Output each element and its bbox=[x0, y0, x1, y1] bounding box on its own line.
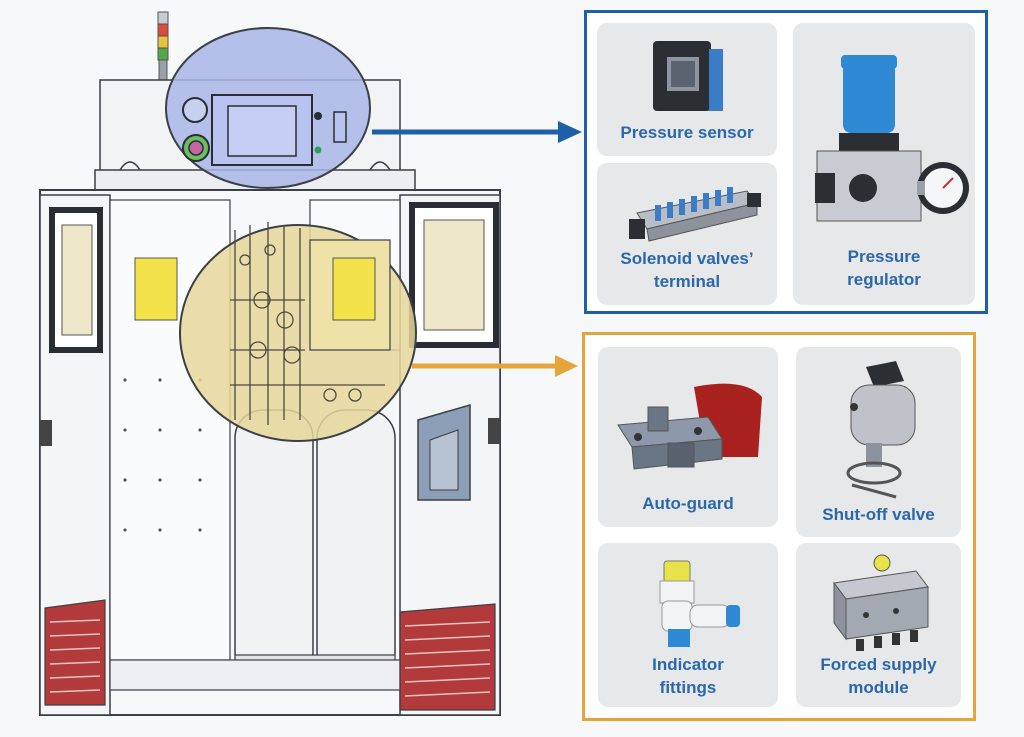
blue-arrow-icon bbox=[372, 121, 582, 143]
vent-grille-icon bbox=[44, 599, 496, 711]
pressure-regulator-tile: Pressure regulator bbox=[793, 23, 975, 305]
pressure-sensor-icon bbox=[653, 41, 723, 111]
forced-supply-module-label: Forced supply module bbox=[820, 655, 937, 697]
solenoid-valves-terminal-icon bbox=[629, 187, 761, 242]
shut-off-valve-label: Shut-off valve bbox=[822, 505, 935, 524]
pressure-sensor-tile: Pressure sensor bbox=[597, 23, 777, 156]
shut-off-valve-icon bbox=[846, 361, 916, 499]
auto-guard-icon bbox=[617, 383, 762, 470]
orange-arrow-icon bbox=[412, 355, 578, 377]
auto-guard-label: Auto-guard bbox=[642, 494, 734, 513]
auto-guard-tile: Auto-guard bbox=[598, 347, 778, 527]
pressure-sensor-label: Pressure sensor bbox=[620, 123, 754, 142]
indicator-fittings-label: Indicator fittings bbox=[652, 655, 724, 697]
gas-cabinet-illustration bbox=[39, 11, 501, 716]
signal-tower-icon bbox=[149, 11, 177, 91]
forced-supply-module-tile: Forced supply module bbox=[796, 543, 961, 707]
pressure-regulator-icon bbox=[815, 55, 969, 222]
pneumatic-components-panel: Auto-guard Shut-off valve bbox=[582, 332, 976, 721]
solenoid-valves-terminal-tile: Solenoid valves’ terminal bbox=[597, 163, 777, 305]
gas-panel-highlight bbox=[179, 222, 417, 442]
solenoid-valves-terminal-label: Solenoid valves’ terminal bbox=[620, 249, 754, 291]
shut-off-valve-tile: Shut-off valve bbox=[796, 347, 961, 537]
indicator-fittings-tile: Indicator fittings bbox=[598, 543, 778, 707]
control-unit-highlight bbox=[165, 27, 371, 189]
indicator-fittings-icon bbox=[659, 560, 740, 647]
pressure-regulator-label: Pressure regulator bbox=[847, 247, 921, 289]
forced-supply-module-icon bbox=[833, 554, 929, 651]
electrical-components-panel: Pressure sensor Solenoid valves’ termina… bbox=[584, 10, 988, 314]
